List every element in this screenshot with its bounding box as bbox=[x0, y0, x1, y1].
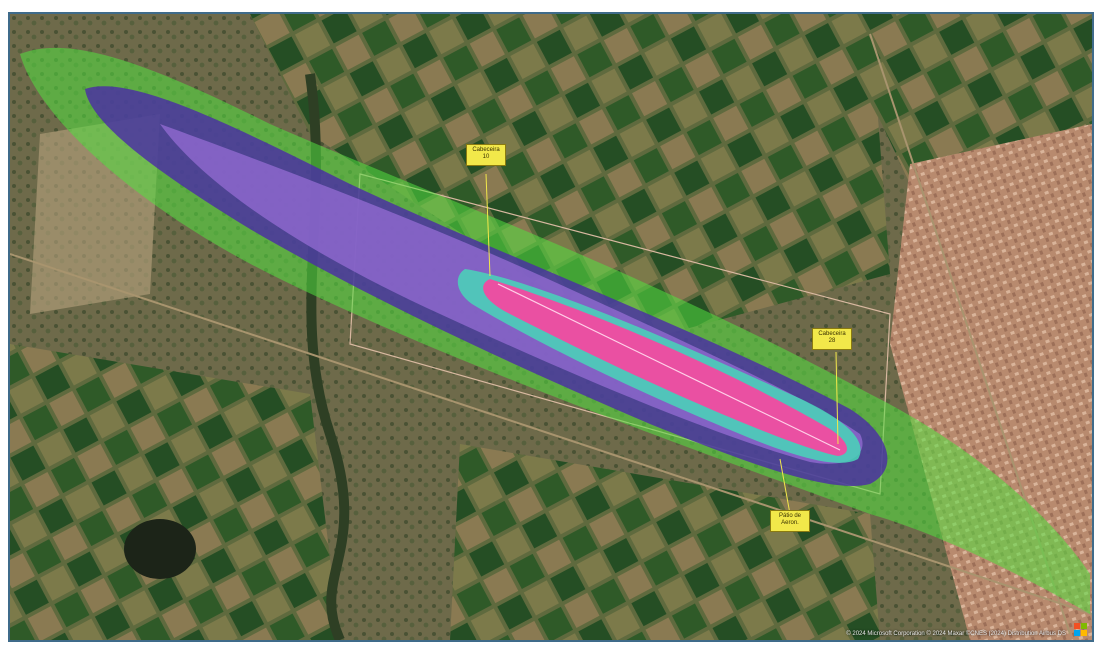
callout-leader-10 bbox=[485, 173, 491, 277]
road bbox=[10, 253, 1092, 615]
callout-patio[interactable]: Pátio de Aeron. bbox=[770, 510, 810, 532]
callout-cabeceira-28[interactable]: Cabeceira 28 bbox=[812, 328, 852, 350]
microsoft-logo-icon bbox=[1074, 623, 1088, 637]
runway-noise-core bbox=[483, 279, 848, 456]
map-attribution: © 2024 Microsoft Corporation © 2024 Maxa… bbox=[846, 631, 1066, 637]
farm-fields-south bbox=[450, 444, 880, 640]
runway bbox=[497, 283, 841, 451]
reservoir bbox=[124, 519, 196, 579]
callout-leader-28 bbox=[835, 351, 839, 445]
farm-fields-north bbox=[250, 14, 890, 344]
satellite-map[interactable] bbox=[10, 14, 1092, 640]
callout-cabeceira-10[interactable]: Cabeceira 10 bbox=[466, 144, 506, 166]
callout-leader-patio bbox=[779, 458, 791, 515]
farm-fields-southwest bbox=[10, 344, 340, 640]
map-frame: Cabeceira 10 Cabeceira 28 Pátio de Aeron… bbox=[8, 12, 1094, 642]
